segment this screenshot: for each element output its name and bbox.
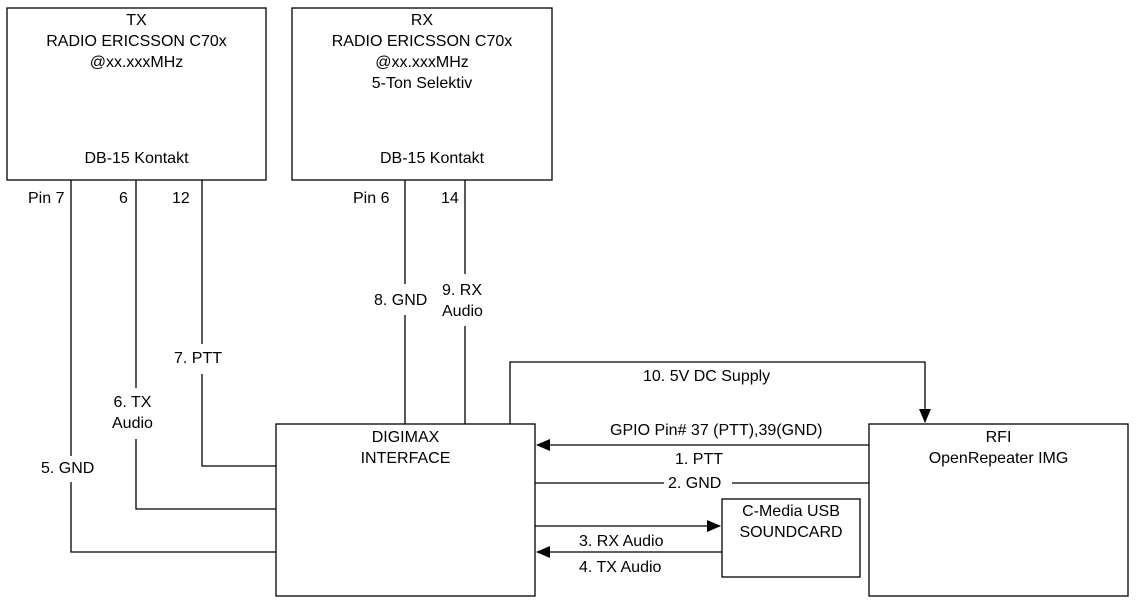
soundcard-box (721, 498, 861, 578)
wire-10-5v-supply (509, 361, 931, 424)
label-3-rx-audio: 3. RX Audio (579, 533, 664, 550)
rx-radio-title: RX RADIO ERICSSON C70x @xx.xxxMHz 5-Ton … (292, 10, 552, 94)
tx-radio-line-2: RADIO ERICSSON C70x (46, 33, 227, 50)
wire-7-ptt-lower (201, 374, 276, 467)
digimax-title: DIGIMAX INTERFACE (276, 427, 535, 469)
soundcard-title: C-Media USB SOUNDCARD (722, 501, 860, 543)
soundcard-line-1: C-Media USB (742, 503, 840, 520)
label-4-tx-audio: 4. TX Audio (579, 559, 662, 576)
rx-pin-14: 14 (441, 188, 459, 209)
rx-radio-line-1: RX (410, 12, 434, 29)
label-9-rx-audio: 9. RX Audio (442, 280, 483, 322)
wire-6-tx-audio-lower (135, 439, 276, 510)
rx-radio-line-3: @xx.xxxMHz (375, 54, 469, 71)
tx-radio-title: TX RADIO ERICSSON C70x @xx.xxxMHz (7, 10, 266, 73)
label-6-tx-audio: 6. TX Audio (112, 392, 153, 434)
tx-pin-6: 6 (119, 188, 128, 209)
rfi-box (868, 423, 1129, 597)
label-9-line-1: 9. RX (442, 282, 483, 299)
rfi-title: RFI OpenRepeater IMG (869, 427, 1128, 469)
rfi-line-2: OpenRepeater IMG (928, 450, 1069, 467)
rx-radio-line-2: RADIO ERICSSON C70x (331, 33, 513, 50)
soundcard-line-2: SOUNDCARD (739, 524, 843, 541)
label-5-gnd: 5. GND (41, 458, 95, 479)
digimax-line-2: INTERFACE (360, 450, 451, 467)
tx-pin-12: 12 (172, 188, 190, 209)
tx-radio-connector: DB-15 Kontakt (84, 150, 189, 167)
label-2-gnd: 2. GND (666, 473, 724, 494)
rx-radio-line-4: 5-Ton Selektiv (371, 75, 473, 92)
label-9-line-2: Audio (442, 303, 483, 320)
label-7-ptt: 7. PTT (174, 348, 223, 369)
rfi-line-1: RFI (985, 429, 1012, 446)
rx-radio-connector: DB-15 Kontakt (380, 148, 485, 169)
wire-5-gnd-lower (70, 482, 276, 553)
tx-pin-7: Pin 7 (28, 188, 65, 209)
tx-radio-line-3: @xx.xxxMHz (89, 54, 184, 71)
label-8-gnd: 8. GND (374, 290, 428, 311)
label-6-line-2: Audio (112, 415, 153, 432)
rx-pin-6: Pin 6 (353, 188, 390, 209)
label-10-5v-supply: 10. 5V DC Supply (643, 366, 771, 387)
label-6-line-1: 6. TX (113, 394, 152, 411)
gpio-note: GPIO Pin# 37 (PTT),39(GND) (610, 420, 823, 441)
digimax-line-1: DIGIMAX (371, 429, 440, 446)
label-1-ptt: 1. PTT (675, 451, 724, 468)
rx-radio-box (291, 7, 553, 181)
tx-radio-line-1: TX (126, 12, 147, 29)
